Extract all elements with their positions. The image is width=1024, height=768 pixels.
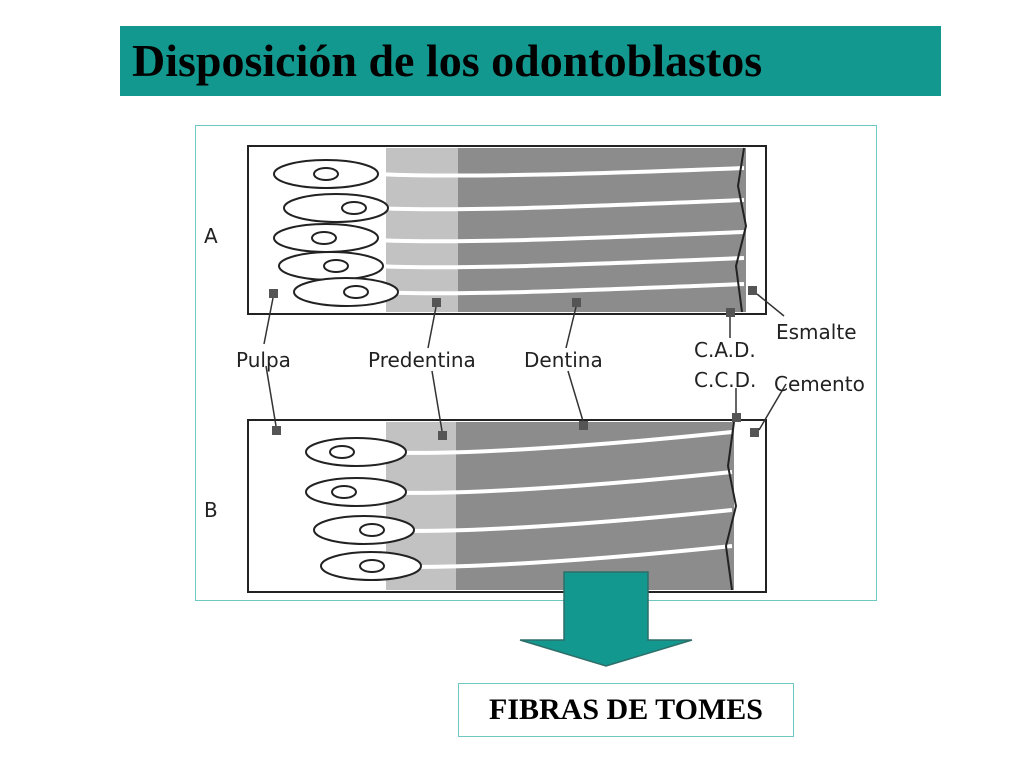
label-dentina: Dentina [524, 348, 603, 372]
result-box: FIBRAS DE TOMES [458, 683, 794, 737]
down-arrow-icon [519, 571, 693, 667]
diagram-drawing [247, 145, 787, 593]
slide-title: Disposición de los odontoblastos [132, 35, 763, 86]
panel-a-tubules [375, 166, 745, 296]
label-predentina: Predentina [368, 348, 476, 372]
panel-b-frame [247, 419, 767, 593]
label-ccd: C.C.D. [694, 368, 757, 392]
panel-a-label: A [204, 224, 218, 248]
label-cemento: Cemento [774, 372, 865, 396]
label-markers [269, 286, 759, 440]
panel-a-nuclei [311, 167, 369, 299]
panel-a-cells [273, 159, 399, 307]
label-esmalte: Esmalte [776, 320, 857, 344]
panel-a-frame [247, 145, 767, 315]
leader-lines [263, 293, 787, 432]
panel-b-label: B [204, 498, 218, 522]
result-label: FIBRAS DE TOMES [489, 693, 763, 726]
panel-b-nuclei [329, 445, 385, 573]
odontoblast-diagram: A B Pulpa Predentina Dentina C.A.D. C.C.… [195, 125, 877, 601]
label-cad: C.A.D. [694, 338, 756, 362]
panel-a-predentin [386, 148, 458, 312]
title-bar: Disposición de los odontoblastos [120, 26, 941, 96]
label-pulpa: Pulpa [236, 348, 291, 372]
